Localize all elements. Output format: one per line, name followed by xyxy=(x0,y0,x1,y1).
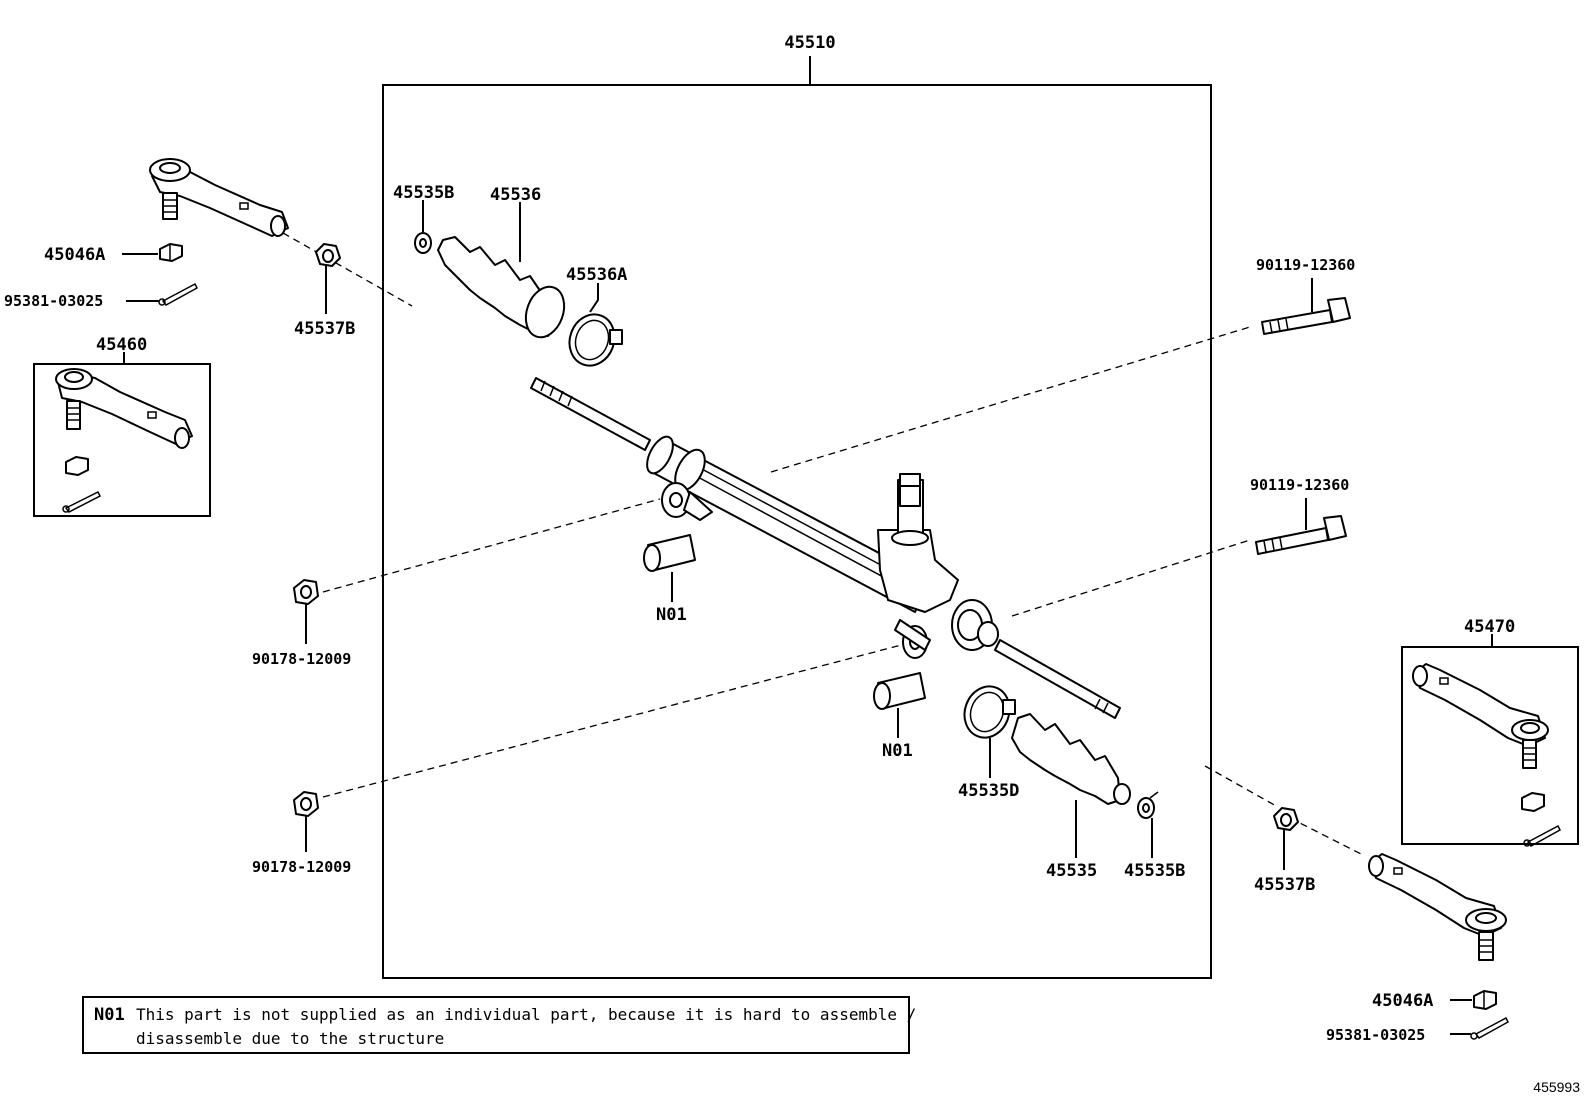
tie-rod-end-right xyxy=(1368,853,1507,961)
steering-rack-housing xyxy=(530,377,1121,719)
callout-90119-12360-upper: 90119-12360 xyxy=(1256,256,1355,274)
tie-rod-end-right-assy-drawing xyxy=(1412,663,1561,847)
callout-45537B-right: 45537B xyxy=(1254,875,1315,895)
cotter-pin-left xyxy=(158,282,198,306)
callout-45470: 45470 xyxy=(1464,617,1515,637)
nut-45046A-right xyxy=(1473,990,1497,1010)
callout-45535B-lower: 45535B xyxy=(1124,861,1185,881)
tie-rod-end-left xyxy=(149,158,289,237)
callout-45536A: 45536A xyxy=(566,265,627,285)
tie-rod-end-right-assy-box xyxy=(1401,646,1579,845)
callout-90119-12360-lower: 90119-12360 xyxy=(1250,476,1349,494)
dashed-connection-lines xyxy=(282,232,1364,856)
boot-lower xyxy=(1011,713,1131,805)
bushing-lower xyxy=(873,672,926,710)
callout-45046A-right: 45046A xyxy=(1372,991,1433,1011)
nut-45046A-left xyxy=(159,243,183,262)
callout-N01-upper: N01 xyxy=(656,605,687,625)
callout-45535: 45535 xyxy=(1046,861,1097,881)
callout-N01-lower: N01 xyxy=(882,741,913,761)
tie-rod-end-left-assy-drawing xyxy=(55,368,193,513)
locknut-45537B-right xyxy=(1273,807,1299,831)
callout-95381-03025-left: 95381-03025 xyxy=(4,292,103,310)
bushing-upper xyxy=(643,534,696,572)
nut-lower xyxy=(293,791,319,817)
callout-45536: 45536 xyxy=(490,185,541,205)
nut-upper xyxy=(293,579,319,605)
note-code: N01 xyxy=(94,1005,125,1025)
locknut-45537B-left xyxy=(315,243,341,267)
callout-45535D: 45535D xyxy=(958,781,1019,801)
callout-95381-03025-right: 95381-03025 xyxy=(1326,1026,1425,1044)
callout-45535B-upper: 45535B xyxy=(393,183,454,203)
boot-upper xyxy=(437,236,566,339)
callout-90178-12009-upper: 90178-12009 xyxy=(252,650,351,668)
callout-90178-12009-lower: 90178-12009 xyxy=(252,858,351,876)
boot-band-lower xyxy=(963,685,1016,739)
callout-45537B-left: 45537B xyxy=(294,319,355,339)
tie-rod-end-left-assy-box xyxy=(33,363,211,517)
callout-45046A-left: 45046A xyxy=(44,245,105,265)
bolt-lower xyxy=(1255,515,1347,555)
boot-band-upper xyxy=(568,313,623,367)
figure-number: 455993 xyxy=(1533,1079,1580,1095)
callout-assembly-45510: 45510 xyxy=(784,33,835,53)
note-box xyxy=(82,996,910,1054)
boot-clamp-lower xyxy=(1137,791,1159,819)
callout-45460: 45460 xyxy=(96,335,147,355)
bolt-upper xyxy=(1261,297,1351,335)
cotter-pin-right xyxy=(1470,1016,1509,1040)
note-line-2: disassemble due to the structure xyxy=(136,1029,444,1048)
assembly-frame xyxy=(382,84,1212,979)
note-line-1: This part is not supplied as an individu… xyxy=(136,1005,916,1024)
boot-clamp-upper xyxy=(414,232,432,254)
